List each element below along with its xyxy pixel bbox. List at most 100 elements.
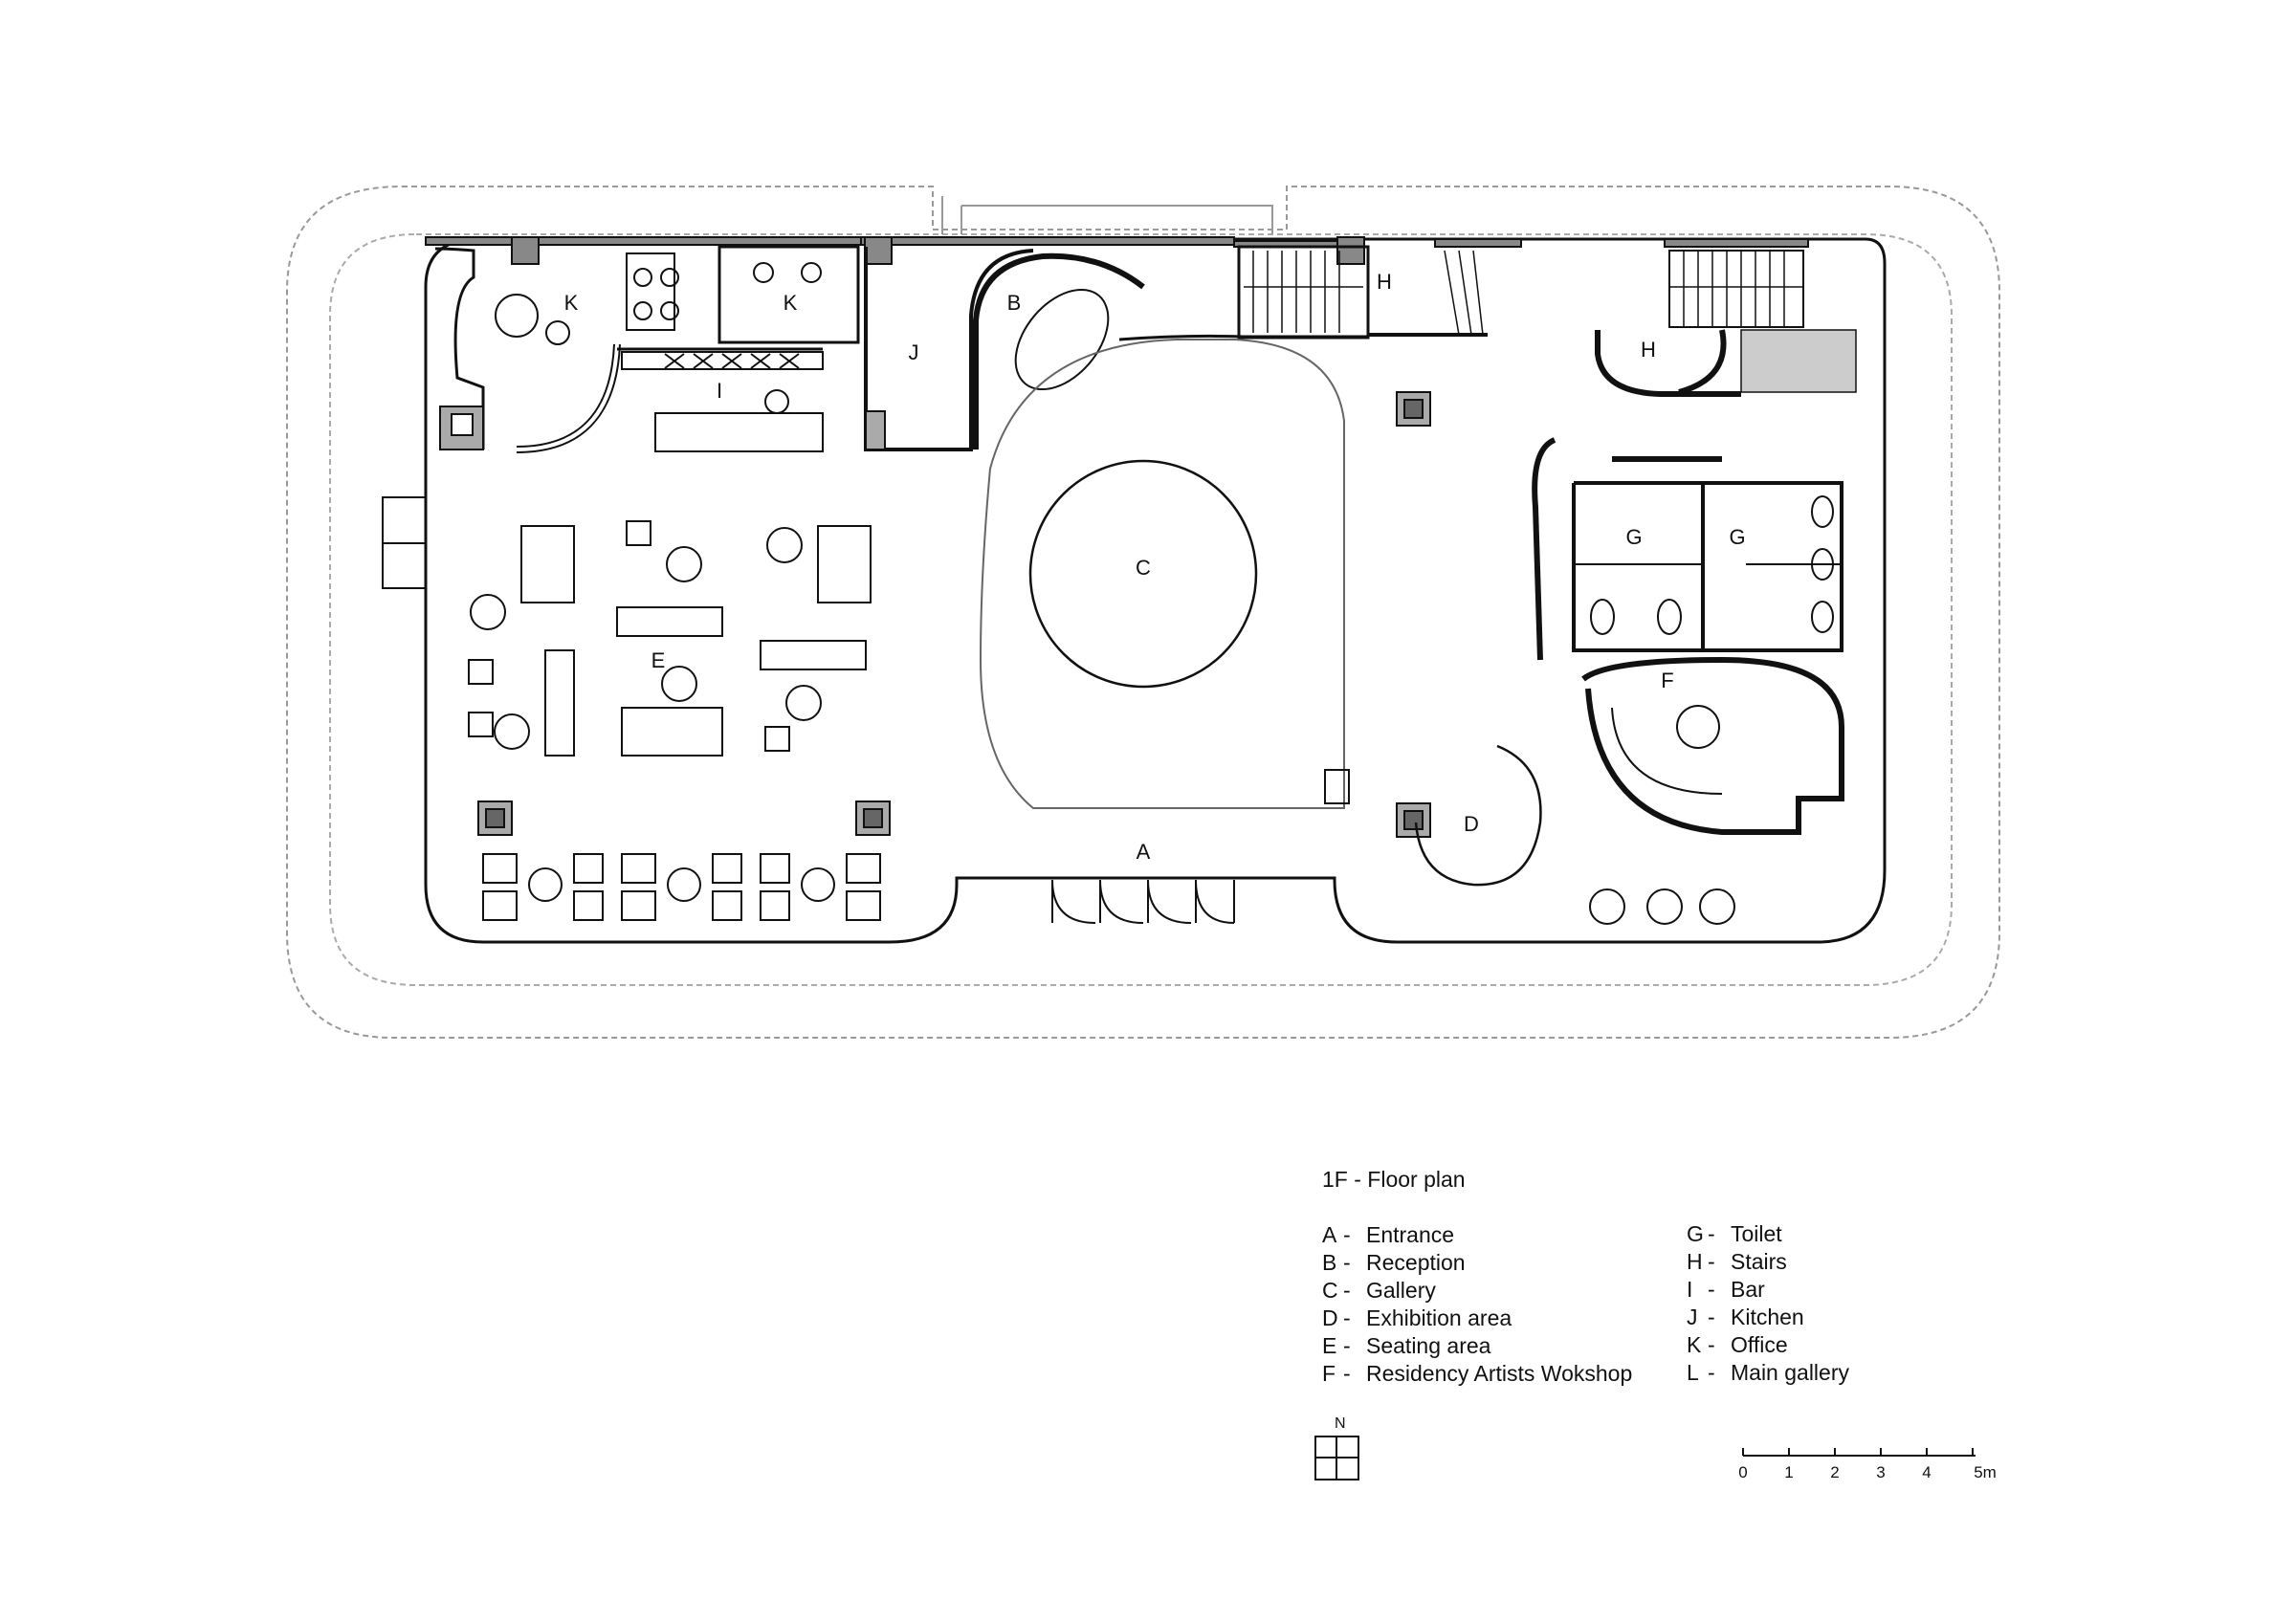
legend-item: H-Stairs — [1687, 1248, 1849, 1276]
legend-dash: - — [1708, 1360, 1715, 1385]
legend-name: Toilet — [1731, 1221, 1782, 1246]
plan-title: 1F - Floor plan — [1322, 1167, 1466, 1192]
gallery-north-wall — [1118, 334, 1368, 341]
legend-dash: - — [1708, 1221, 1715, 1246]
legend-letter: L — [1687, 1360, 1699, 1385]
scale-tick-label: 0 — [1738, 1463, 1748, 1481]
room-label-c: C — [1136, 556, 1151, 580]
gallery-boundary — [979, 339, 1345, 809]
legend-letter: I — [1687, 1277, 1693, 1302]
legend-dash: - — [1343, 1361, 1351, 1386]
legend-name: Reception — [1366, 1250, 1466, 1275]
room-label-j: J — [909, 340, 919, 364]
legend-name: Exhibition area — [1366, 1305, 1512, 1330]
legend-name: Kitchen — [1731, 1305, 1804, 1329]
room-label-d: D — [1464, 812, 1479, 836]
bottom-seating — [482, 853, 1735, 925]
room-label-e: E — [651, 648, 666, 672]
seating-furniture — [468, 520, 872, 757]
legend-dash: - — [1343, 1333, 1351, 1358]
site-boundary-inner — [329, 233, 1953, 986]
north-terrace — [941, 196, 1273, 234]
legend-dash: - — [1343, 1250, 1351, 1275]
stairs-center — [1237, 245, 1488, 340]
legend-letter: A — [1322, 1222, 1337, 1247]
entrance-doors[interactable] — [1051, 879, 1235, 924]
room-label-g1: G — [1625, 525, 1642, 549]
scale-tick-label: 4 — [1922, 1463, 1932, 1481]
reception-desk — [1014, 288, 1110, 391]
legend-letter: D — [1322, 1305, 1338, 1330]
legend-name: Entrance — [1366, 1222, 1455, 1247]
columns — [477, 391, 1431, 838]
legend-item: I-Bar — [1687, 1276, 1849, 1304]
north-label: N — [1335, 1415, 1346, 1432]
workshop-table — [1676, 705, 1720, 749]
stairs-right-curve — [1595, 329, 1741, 397]
legend-letter: J — [1687, 1305, 1698, 1329]
west-door[interactable] — [382, 496, 426, 589]
office-k-left-wall — [434, 247, 485, 450]
stairs-right — [1668, 250, 1857, 393]
workshop-curve — [1581, 656, 1844, 835]
room-label-k1: K — [564, 291, 579, 315]
scale-tick-label: 5m — [1974, 1463, 1997, 1481]
legend-letter: K — [1687, 1332, 1702, 1357]
scale-bar — [1742, 1448, 1976, 1457]
room-label-a: A — [1137, 840, 1151, 864]
legend-name: Seating area — [1366, 1333, 1491, 1358]
legend-dash: - — [1708, 1305, 1715, 1329]
gallery-circle — [1028, 459, 1258, 689]
pedestal — [1324, 769, 1350, 804]
office-k-curve-inner — [516, 343, 619, 451]
legend-item: C-Gallery — [1322, 1277, 1632, 1305]
reception-curve — [973, 252, 1145, 450]
column-inner — [451, 413, 474, 436]
legend-dash: - — [1708, 1277, 1715, 1302]
room-label-i: I — [717, 379, 722, 403]
legend-item: F-Residency Artists Wokshop — [1322, 1360, 1632, 1388]
legend-item: A-Entrance — [1322, 1221, 1632, 1249]
legend-letter: C — [1322, 1278, 1338, 1303]
office-k-curve — [516, 343, 621, 453]
legend-item: D-Exhibition area — [1322, 1305, 1632, 1332]
legend-item: J-Kitchen — [1687, 1304, 1849, 1331]
legend-dash: - — [1708, 1249, 1715, 1274]
legend-dash: - — [1708, 1332, 1715, 1357]
legend-item: K-Office — [1687, 1331, 1849, 1359]
kitchen-column — [865, 410, 886, 450]
room-label-b: B — [1007, 291, 1022, 315]
legend-name: Stairs — [1731, 1249, 1787, 1274]
legend-name: Bar — [1731, 1277, 1765, 1302]
office-furniture — [495, 252, 822, 345]
legend-letter: G — [1687, 1221, 1704, 1246]
legend-item: E-Seating area — [1322, 1332, 1632, 1360]
room-label-g2: G — [1729, 525, 1745, 549]
building-outline — [424, 237, 1887, 944]
scale-tick-label: 3 — [1876, 1463, 1886, 1481]
legend-dash: - — [1343, 1222, 1351, 1247]
exhibition-curve — [1414, 744, 1542, 887]
toilet-fixtures — [1590, 495, 1834, 635]
scale-tick-label: 1 — [1784, 1463, 1794, 1481]
legend-name: Main gallery — [1731, 1360, 1849, 1385]
legend-item: B-Reception — [1322, 1249, 1632, 1277]
legend-name: Residency Artists Wokshop — [1366, 1361, 1633, 1386]
legend-letter: B — [1322, 1250, 1337, 1275]
legend-name: Office — [1731, 1332, 1788, 1357]
kitchen-walls — [864, 247, 1034, 451]
legend-name: Gallery — [1366, 1278, 1436, 1303]
site-boundary-outer — [286, 186, 2000, 1039]
legend-item: G-Toilet — [1687, 1220, 1849, 1248]
toilet-block — [1532, 437, 1843, 661]
room-label-f: F — [1661, 669, 1673, 692]
north-arrow-icon — [1314, 1436, 1359, 1480]
legend-dash: - — [1343, 1278, 1351, 1303]
legend-item: L-Main gallery — [1687, 1359, 1849, 1387]
legend-letter: E — [1322, 1333, 1337, 1358]
legend-letter: F — [1322, 1361, 1336, 1386]
scale-tick-label: 2 — [1830, 1463, 1840, 1481]
